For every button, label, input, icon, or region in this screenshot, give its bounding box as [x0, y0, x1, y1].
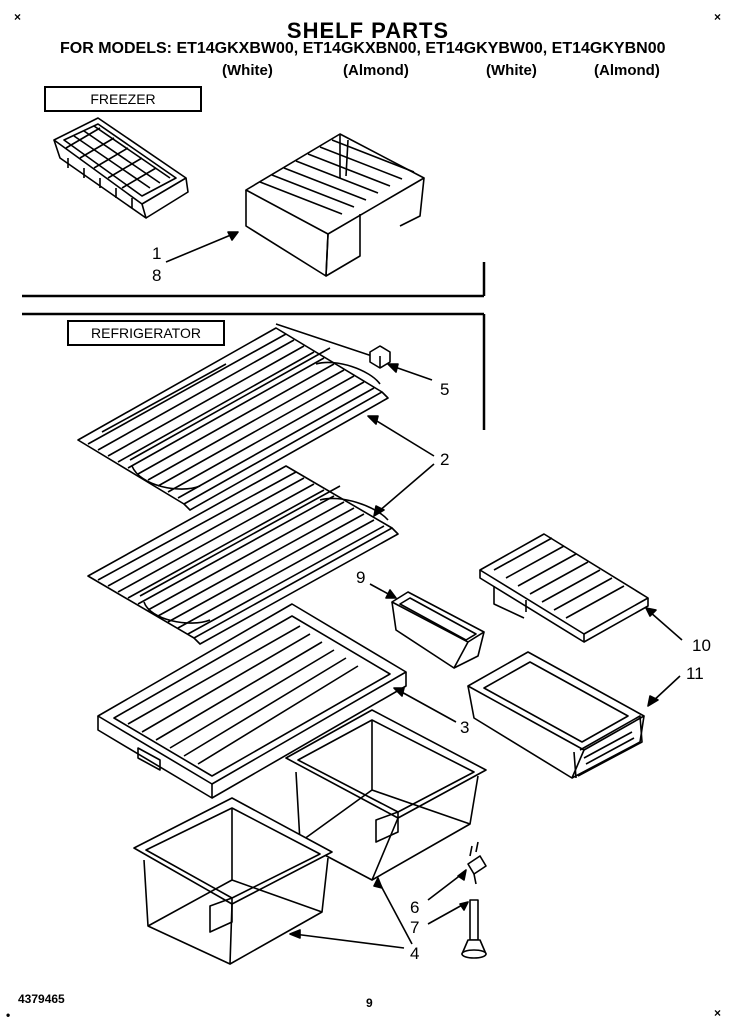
callout-11: 11	[686, 664, 704, 683]
refrigerator-divider	[22, 312, 486, 430]
corner-mark-top-right: ×	[714, 10, 722, 24]
shelf-clip	[369, 345, 391, 369]
freezer-arrow	[165, 231, 239, 263]
callout-3: 3	[460, 718, 470, 737]
color-label-almond-1: (Almond)	[343, 62, 409, 79]
leader-6	[427, 869, 467, 901]
refrigerator-section-label: REFRIGERATOR	[67, 320, 225, 346]
leader-11	[647, 675, 681, 707]
upper-crisper-drawer	[285, 709, 487, 881]
leader-10	[645, 607, 683, 641]
callout-2: 2	[440, 450, 450, 469]
page-number: 9	[366, 996, 373, 1010]
page-title: SHELF PARTS	[286, 18, 450, 43]
callout-1: 1	[152, 244, 162, 263]
callout-6: 6	[410, 898, 420, 917]
crisper-cover	[97, 603, 407, 799]
corner-mark-bottom-right: ×	[714, 1006, 722, 1020]
models-line: FOR MODELS: ET14GKXBW00, ET14GKXBN00, ET…	[60, 40, 666, 57]
color-label-white-2: (White)	[486, 62, 537, 79]
corner-mark-top-left: ×	[14, 10, 22, 24]
control-knob	[467, 841, 487, 885]
freezer-divider	[22, 262, 486, 298]
freezer-section-label: FREEZER	[44, 86, 202, 112]
callout-5: 5	[440, 380, 450, 399]
callout-7: 7	[410, 918, 420, 937]
callout-4: 4	[410, 944, 420, 963]
meat-pan-cover	[479, 533, 649, 643]
leader-7	[427, 901, 469, 925]
upper-wire-shelf	[77, 323, 389, 511]
freezer-shelf	[245, 133, 425, 277]
callout-9: 9	[356, 568, 366, 587]
lower-wire-shelf	[87, 465, 399, 645]
leader-3	[393, 687, 457, 723]
callout-8: 8	[152, 266, 162, 285]
leader-2-upper	[367, 415, 435, 457]
leader-9	[369, 583, 397, 599]
meat-pan	[467, 651, 645, 779]
leader-2-lower	[373, 463, 435, 517]
corner-mark-bottom-left: •	[6, 1008, 11, 1022]
leader-5	[387, 363, 433, 381]
control-shaft	[461, 899, 487, 959]
document-number: 4379465	[18, 992, 65, 1006]
color-label-white-1: (White)	[222, 62, 273, 79]
ice-cube-tray	[53, 117, 189, 219]
lower-crisper-drawer	[133, 797, 333, 965]
leader-4-lower	[289, 929, 405, 949]
callout-10: 10	[692, 636, 711, 655]
dairy-bin	[391, 591, 485, 669]
leader-4-upper	[373, 877, 413, 945]
color-label-almond-2: (Almond)	[594, 62, 660, 79]
